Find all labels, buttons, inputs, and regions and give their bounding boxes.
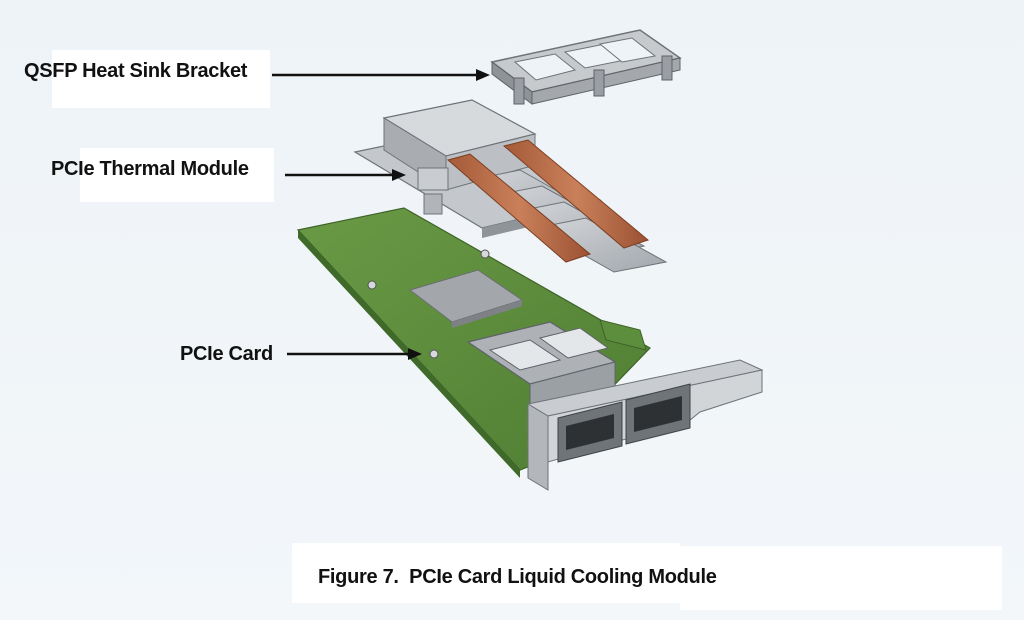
arrow-card (287, 348, 422, 360)
pcie-card (296, 207, 764, 491)
thermal-label-box (80, 148, 274, 202)
figure-caption: Figure 7. PCIe Card Liquid Cooling Modul… (318, 566, 717, 589)
figure-number: Figure 7. (318, 566, 399, 588)
pcie-thermal-module (353, 99, 668, 273)
label-qsfp-heat-sink-bracket: QSFP Heat Sink Bracket (24, 60, 248, 82)
label-pcie-thermal-module: PCIe Thermal Module (51, 158, 249, 180)
label-pcie-card: PCIe Card (180, 343, 273, 365)
arrow-thermal (285, 169, 406, 181)
arrow-bracket (272, 69, 490, 81)
figure-title: PCIe Card Liquid Cooling Module (409, 566, 717, 588)
qsfp-heat-sink-bracket (490, 29, 682, 105)
caption-box-left (292, 543, 680, 603)
caption-box-right (680, 546, 1002, 610)
bracket-label-box (52, 50, 270, 108)
